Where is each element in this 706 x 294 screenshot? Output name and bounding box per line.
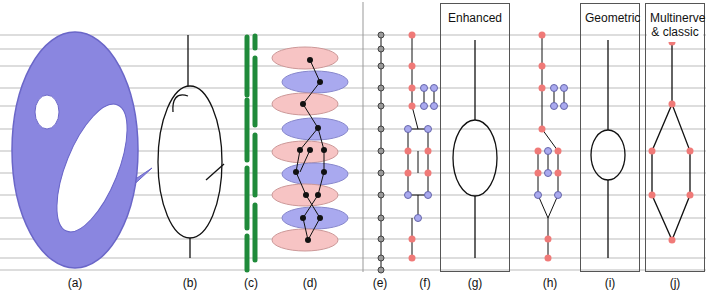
graph-h [535, 32, 568, 262]
panel-title: Geometric [582, 5, 638, 28]
panel-title: Multinerve & classic [647, 5, 703, 42]
graph-g [453, 40, 497, 258]
panel-label: (a) [67, 276, 84, 290]
panel-label: (i) [604, 276, 617, 290]
shape-a [12, 32, 152, 268]
panel-label: (b) [182, 276, 199, 290]
panel-label: (f) [418, 276, 431, 290]
panel-label: (j) [669, 276, 682, 290]
panel-title: Enhanced [442, 5, 508, 28]
panel-box: Geometric [580, 3, 640, 272]
graph-j [649, 39, 694, 244]
cover-bars-c [247, 36, 255, 270]
graph-f [405, 32, 438, 262]
separator [363, 2, 364, 272]
panel-label: (h) [542, 276, 559, 290]
panel-box: Enhanced [440, 3, 510, 272]
graph-i [591, 40, 625, 258]
panel-label: (d) [302, 276, 319, 290]
reeb-graph-b [158, 35, 224, 258]
panel-label: (g) [467, 276, 484, 290]
panel-label: (c) [243, 276, 259, 290]
panel-box: Multinerve & classic [645, 3, 705, 272]
chain-e [378, 32, 384, 273]
nerve-d [272, 47, 348, 251]
panel-label: (e) [372, 276, 389, 290]
